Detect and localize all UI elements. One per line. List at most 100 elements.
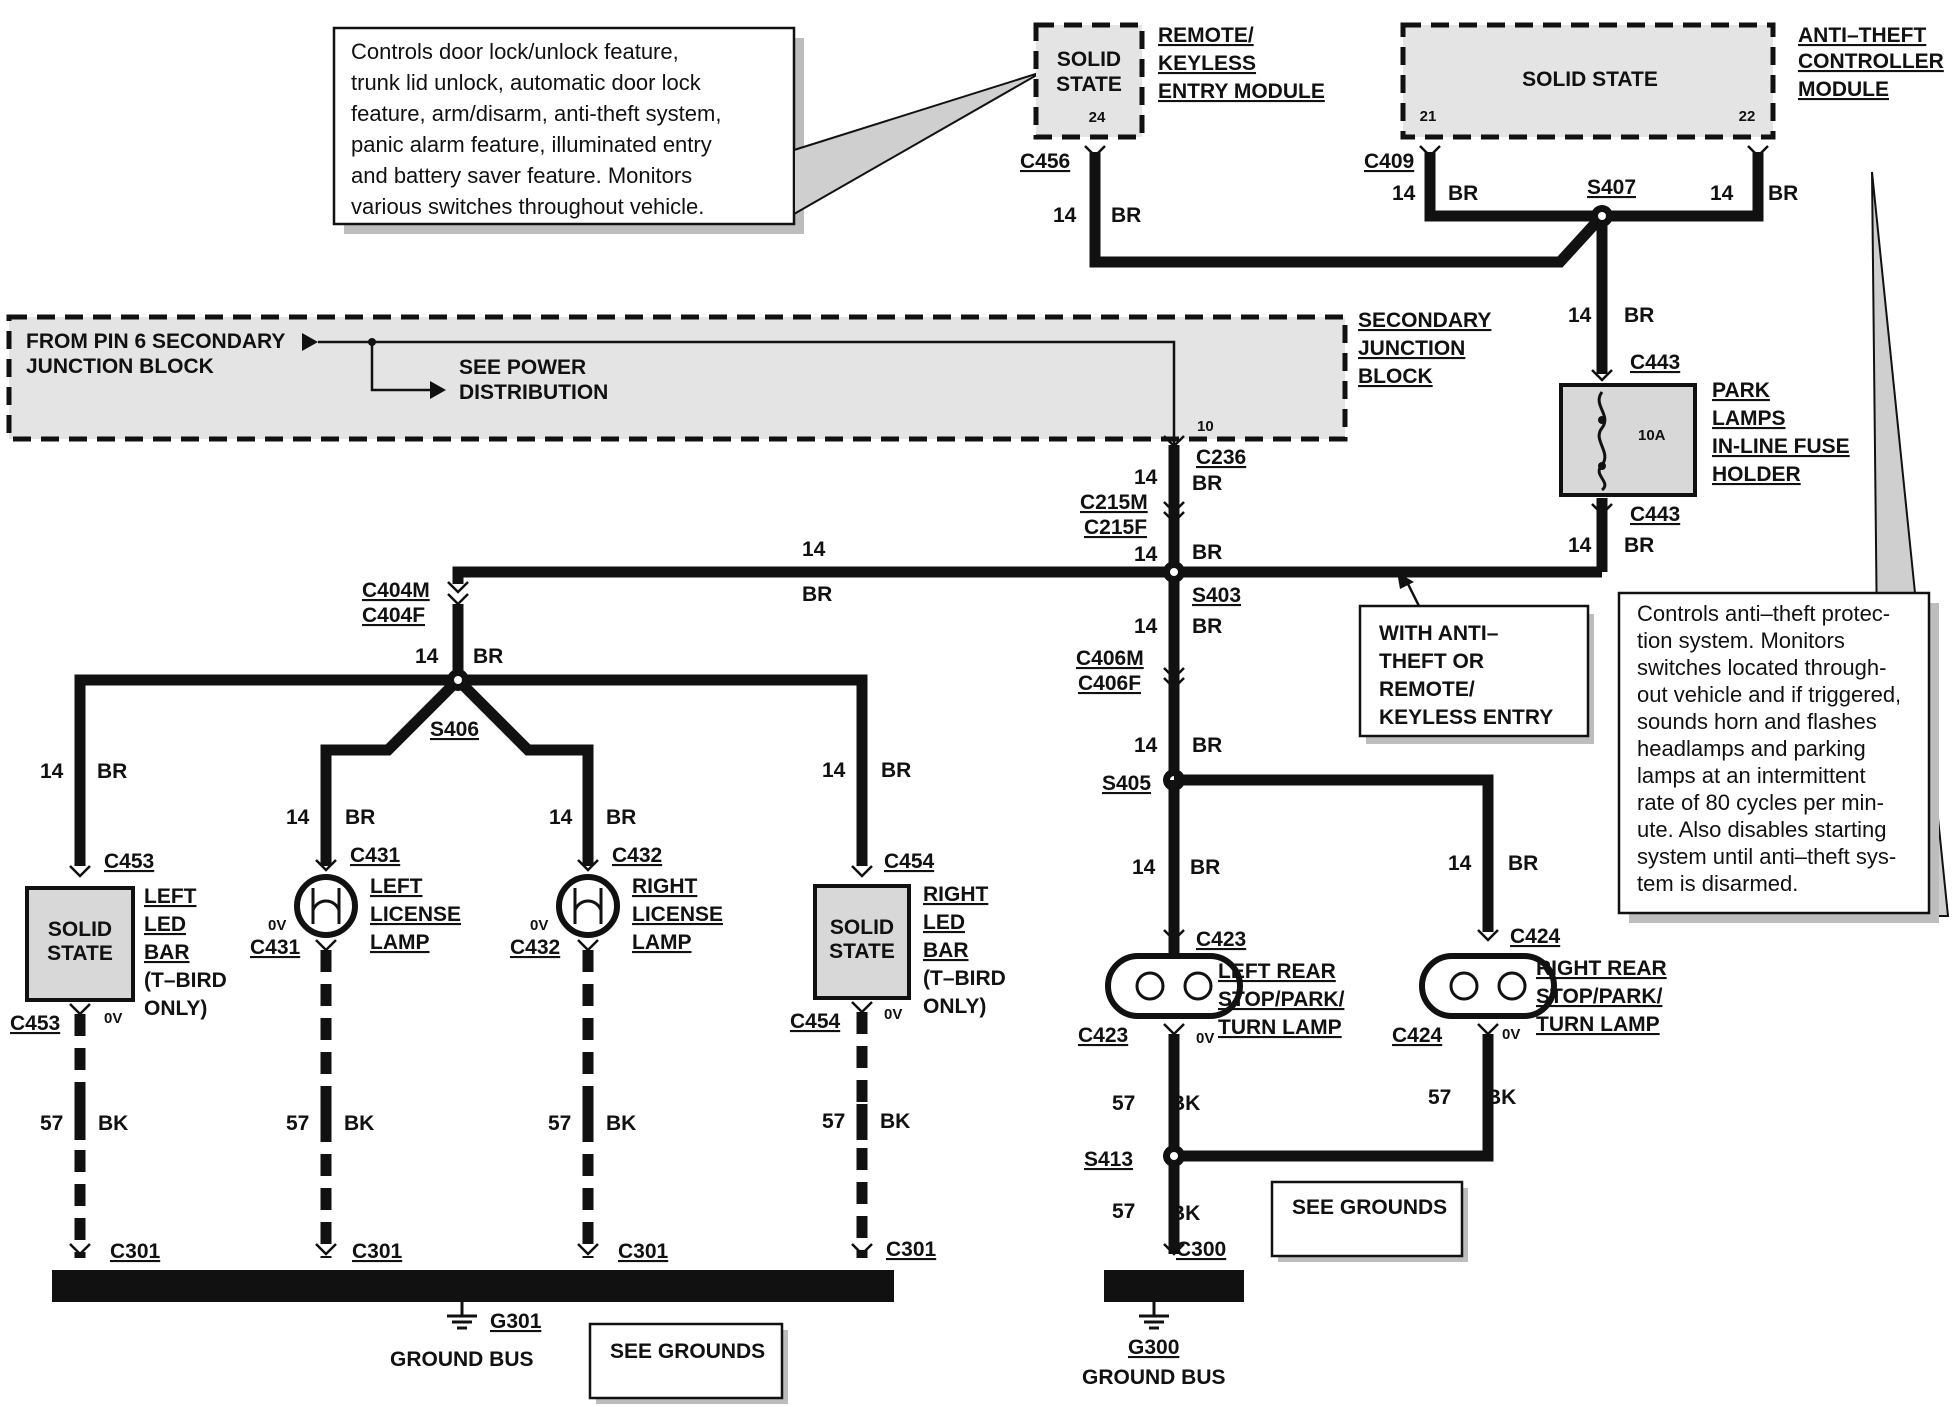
wire-color-bk: BK xyxy=(1170,1202,1200,1225)
rkem-note-line: Controls door lock/unlock feature, xyxy=(351,39,679,64)
left-led-extra: ONLY) xyxy=(144,997,207,1020)
park-lamps-fuse-holder: C443 10A PARK LAMPS IN-LINE FUSE HOLDER … xyxy=(1559,351,1850,572)
wire-color: BR xyxy=(1190,856,1220,879)
zero-volt: 0V xyxy=(530,917,548,934)
right-rear-name: TURN LAMP xyxy=(1536,1013,1660,1036)
wire-gauge: 14 xyxy=(1134,543,1158,566)
rkem-name: KEYLESS xyxy=(1158,52,1256,75)
atcm-name: MODULE xyxy=(1798,78,1889,101)
c301-label: C301 xyxy=(352,1240,403,1263)
right-license-lamp: C432 RIGHT LICENSE LAMP 0V C432 xyxy=(510,844,723,959)
wire-color: BR xyxy=(606,806,636,829)
c454-label: C454 xyxy=(884,850,935,873)
rkem-name: ENTRY MODULE xyxy=(1158,80,1325,103)
atcm-pin-21: 21 xyxy=(1420,108,1437,125)
zero-volt: 0V xyxy=(1502,1026,1520,1043)
atcm-note-line: sounds horn and flashes xyxy=(1637,709,1877,734)
wire-color: BR xyxy=(1192,541,1222,564)
right-license-name: LAMP xyxy=(632,931,692,954)
wire-gauge: 14 xyxy=(1448,852,1472,875)
c301-label: C301 xyxy=(110,1240,161,1263)
fuse-rating: 10A xyxy=(1638,427,1666,444)
left-led-solid-state: STATE xyxy=(47,942,113,965)
rkem-note: Controls door lock/unlock feature, trunk… xyxy=(332,26,1043,234)
wire-color: BR xyxy=(473,645,503,668)
c215f-label: C215F xyxy=(1084,516,1147,539)
c424-label-2: C424 xyxy=(1392,1024,1443,1047)
c424-label: C424 xyxy=(1510,925,1561,948)
c423-label: C423 xyxy=(1196,928,1246,951)
wire-gauge: 14 xyxy=(802,538,826,561)
wire-color: BR xyxy=(345,806,375,829)
c301-label: C301 xyxy=(886,1238,937,1261)
g301-ground-bus-label: GROUND BUS xyxy=(390,1348,534,1371)
c215m-label: C215M xyxy=(1080,491,1148,514)
wire-gauge: 14 xyxy=(1392,182,1416,205)
rkem-note-line: trunk lid unlock, automatic door lock xyxy=(351,70,702,95)
left-license-lamp: C431 LEFT LICENSE LAMP 0V C431 xyxy=(250,844,461,959)
wire-color-bk: BK xyxy=(98,1112,128,1135)
wire-gauge-57: 57 xyxy=(822,1110,845,1133)
g300-ground-wires: S413 57 BK 57 BK 57 BK C300 xyxy=(1084,1034,1516,1261)
wire-color-bk: BK xyxy=(1486,1086,1516,1109)
right-rear-lamp: C424 RIGHT REAR STOP/PARK/ TURN LAMP C42… xyxy=(1392,925,1667,1047)
atcm-note-line: system until anti–theft sys- xyxy=(1637,844,1896,869)
c423-label-2: C423 xyxy=(1078,1024,1128,1047)
right-rear-name: STOP/PARK/ xyxy=(1536,985,1663,1008)
wire-gauge-57: 57 xyxy=(1428,1086,1451,1109)
right-led-extra: ONLY) xyxy=(923,995,986,1018)
s407-label: S407 xyxy=(1587,176,1636,199)
wire-gauge: 14 xyxy=(415,645,439,668)
left-rear-lamp: C423 LEFT REAR STOP/PARK/ TURN LAMP C423… xyxy=(1078,780,1345,1047)
atcm-name: CONTROLLER xyxy=(1798,50,1944,73)
rkem-name: REMOTE/ xyxy=(1158,24,1254,47)
wire-color: BR xyxy=(1192,472,1222,495)
fuse-name: HOLDER xyxy=(1712,463,1801,486)
anti-theft-option-line: WITH ANTI– xyxy=(1379,622,1499,645)
wire-color: BR xyxy=(97,760,127,783)
atcm-pin-22: 22 xyxy=(1739,108,1756,125)
left-led-extra: (T–BIRD xyxy=(144,969,227,992)
wire-color-bk: BK xyxy=(606,1112,636,1135)
wire-color: BR xyxy=(1111,204,1141,227)
fuse-name: PARK xyxy=(1712,379,1770,402)
rkem-note-line: and battery saver feature. Monitors xyxy=(351,163,692,188)
s403-label: S403 xyxy=(1192,584,1241,607)
c431-label-2: C431 xyxy=(250,936,301,959)
sjb-name: JUNCTION xyxy=(1358,337,1465,360)
wire-gauge: 14 xyxy=(40,760,64,783)
anti-theft-option-line: REMOTE/ xyxy=(1379,678,1475,701)
g300-ground-bus-label: GROUND BUS xyxy=(1082,1366,1226,1389)
left-license-name: LAMP xyxy=(370,931,430,954)
atcm-note-line: lamps at an intermittent xyxy=(1637,763,1866,788)
atcm-note-line: rate of 80 cycles per min- xyxy=(1637,790,1884,815)
right-rear-name: RIGHT REAR xyxy=(1536,957,1667,980)
right-license-name: LICENSE xyxy=(632,903,723,926)
wire-gauge-57: 57 xyxy=(1112,1200,1135,1223)
c300-label: C300 xyxy=(1176,1238,1226,1261)
c443-label: C443 xyxy=(1630,351,1680,374)
anti-theft-option-line: THEFT OR xyxy=(1379,650,1484,673)
zero-volt: 0V xyxy=(104,1010,122,1027)
atcm-note-line: Controls anti–theft protec- xyxy=(1637,601,1890,626)
g301-ground-wires: 57 BK 57 BK 57 BK 57 BK C301 C301 C301 C… xyxy=(40,950,937,1263)
see-grounds-left: SEE GROUNDS xyxy=(610,1340,765,1363)
left-led-name: LED xyxy=(144,913,186,936)
wire-gauge: 14 xyxy=(1053,204,1077,227)
anti-theft-note: Controls anti–theft protec- tion system.… xyxy=(1617,171,1950,923)
left-led-name: LEFT xyxy=(144,885,197,908)
rkem-note-line: panic alarm feature, illuminated entry xyxy=(351,132,712,157)
atcm-note-line: out vehicle and if triggered, xyxy=(1637,682,1901,707)
wire-color: BR xyxy=(1624,304,1654,327)
see-grounds-right: SEE GROUNDS xyxy=(1292,1196,1447,1219)
left-led-bar: C453 SOLID STATE LEFT LED BAR (T–BIRD ON… xyxy=(10,850,227,1035)
wire-gauge: 14 xyxy=(286,806,310,829)
g300-label: G300 xyxy=(1128,1336,1179,1359)
c406m-label: C406M xyxy=(1076,647,1144,670)
s406-label: S406 xyxy=(430,718,479,741)
wire-gauge: 14 xyxy=(1134,615,1158,638)
c432-label: C432 xyxy=(612,844,662,867)
wire-gauge: 14 xyxy=(1710,182,1734,205)
wire-gauge: 14 xyxy=(1134,734,1158,757)
wire-gauge: 14 xyxy=(1134,466,1158,489)
